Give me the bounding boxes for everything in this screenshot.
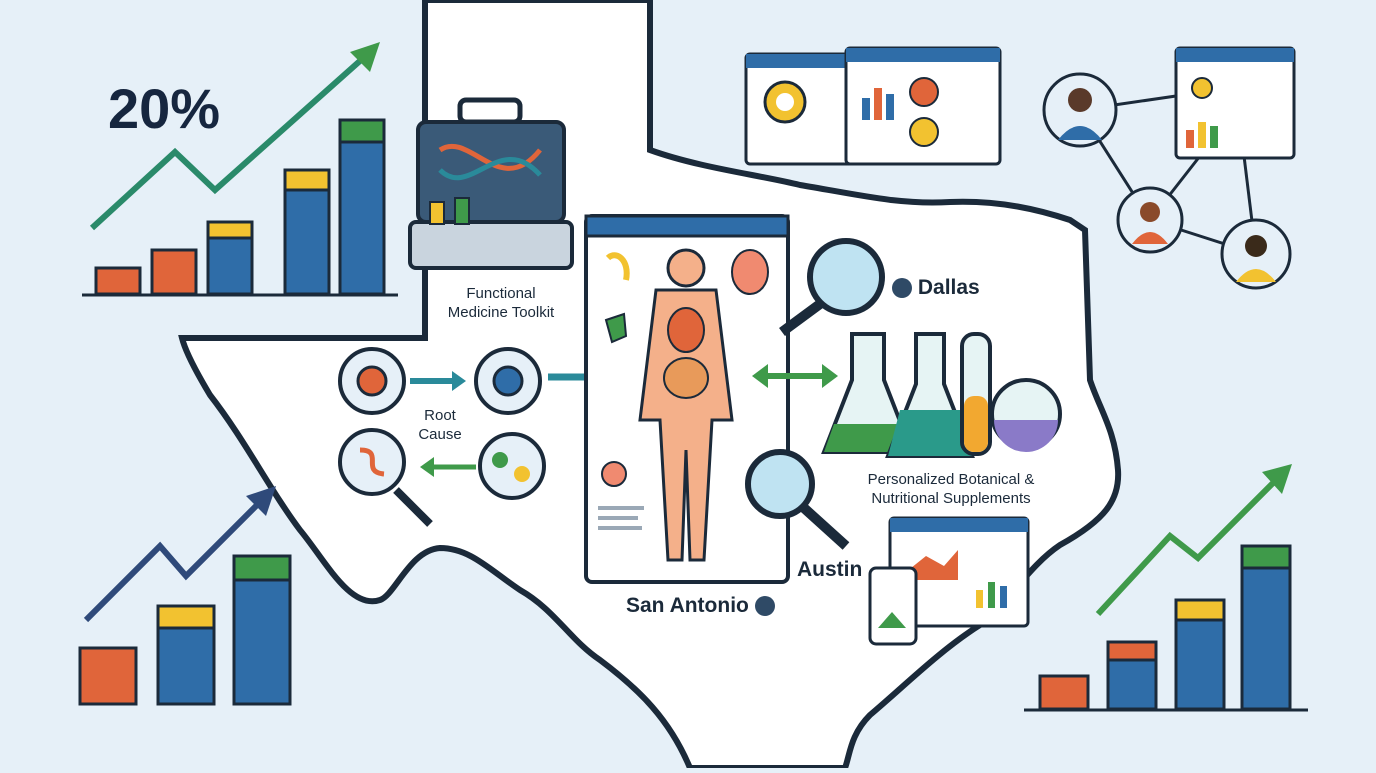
- supplements-label: Personalized Botanical & Nutritional Sup…: [846, 470, 1056, 508]
- growth-chart-bottom-right: [1024, 464, 1308, 712]
- growth-chart-bottom-left: [78, 486, 292, 706]
- growth-percent-label: 20%: [108, 77, 221, 140]
- root-cause-label-line2: Cause: [418, 426, 462, 443]
- root-cause-label: Root Cause: [406, 406, 474, 444]
- city-dallas-name: Dallas: [917, 276, 980, 299]
- magnifier-bottom: [745, 449, 850, 550]
- toolkit-label: Functional Medicine Toolkit: [418, 284, 584, 322]
- double-arrow: [752, 364, 838, 388]
- san-antonio-marker: [754, 596, 775, 617]
- root-cause-label-line1: Root: [424, 407, 456, 424]
- city-san-antonio-name: San Antonio: [626, 594, 749, 617]
- city-austin: Austin: [797, 558, 863, 581]
- supplements-label-line2: Nutritional Supplements: [871, 490, 1031, 507]
- growth-chart-top-left: [82, 42, 398, 297]
- dallas-marker: [892, 278, 912, 299]
- root-cause-cycle: [338, 347, 622, 527]
- toolkit-label-line1: Functional: [466, 285, 536, 302]
- magnifier-top: [779, 238, 885, 337]
- city-dallas: Dallas: [892, 276, 980, 300]
- people-network: [1042, 46, 1296, 290]
- supplements-label-line1: Personalized Botanical &: [867, 471, 1035, 488]
- dashboard-windows: [744, 46, 1002, 166]
- city-san-antonio: San Antonio: [626, 594, 775, 618]
- body-panel: [584, 214, 790, 584]
- toolkit-label-line2: Medicine Toolkit: [447, 304, 555, 321]
- devices: [868, 516, 1030, 646]
- supplement-flasks: [821, 332, 1062, 458]
- toolkit-case: [408, 97, 574, 270]
